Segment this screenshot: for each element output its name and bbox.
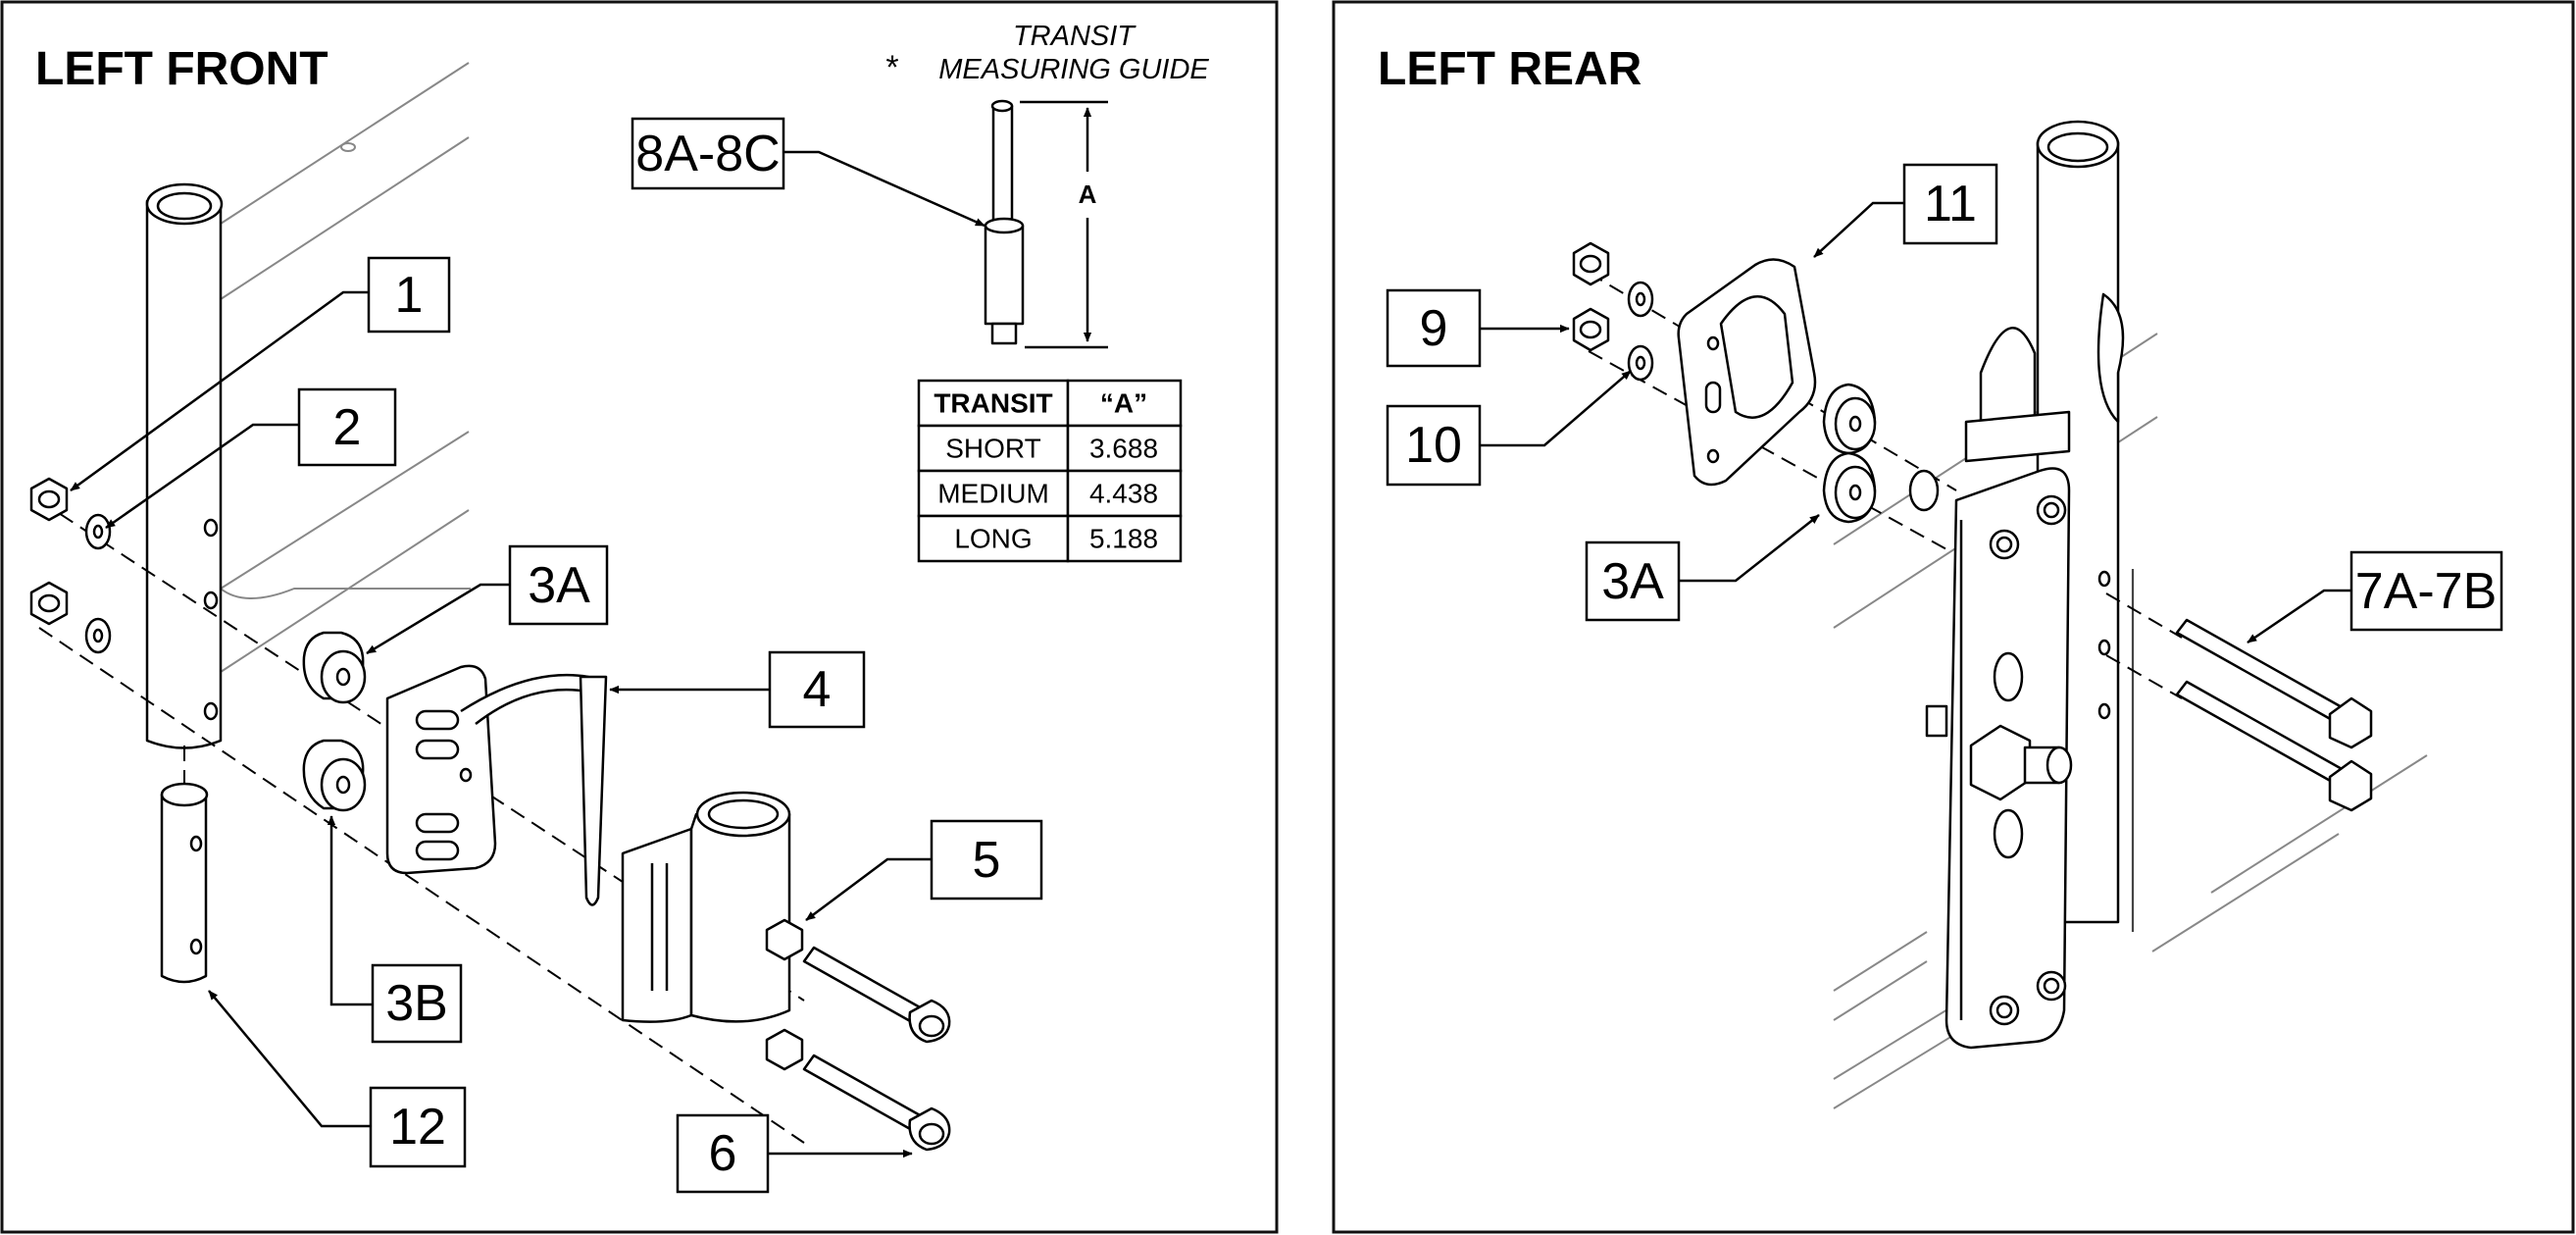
- svg-text:1: 1: [395, 267, 424, 324]
- svg-text:3B: 3B: [385, 975, 448, 1032]
- left-frame-background: [220, 62, 471, 673]
- washer-10-lower: [1627, 344, 1654, 382]
- insert-tube-12: [160, 782, 209, 984]
- svg-text:TRANSIT: TRANSIT: [1013, 21, 1136, 52]
- bolt-6-upper: [802, 946, 951, 1044]
- rear-clamp-loop: [1964, 292, 2125, 463]
- left-rear-title: LEFT REAR: [1378, 43, 1642, 95]
- rear-tube-bushing: [1908, 469, 1940, 512]
- svg-text:3A: 3A: [528, 557, 590, 614]
- plate-11: [1677, 258, 1817, 487]
- table-cell: 4.438: [1089, 479, 1158, 509]
- svg-text:2: 2: [333, 399, 362, 456]
- axle-bracket-plate: [1925, 467, 2073, 1050]
- nut-5-lower: [765, 1028, 804, 1071]
- callout-1: 1: [70, 256, 451, 492]
- transit-table: TRANSIT “A” SHORT 3.688 MEDIUM 4.438 LON…: [917, 379, 1183, 563]
- svg-text:3A: 3A: [1601, 553, 1664, 610]
- svg-text:6: 6: [709, 1125, 737, 1182]
- callout-6: 6: [676, 1113, 913, 1194]
- spacer-3a-left: [302, 631, 367, 704]
- washer-2-upper: [84, 513, 112, 550]
- table-cell: LONG: [954, 524, 1032, 554]
- callout-9: 9: [1386, 288, 1570, 368]
- table-header-transit: TRANSIT: [934, 388, 1052, 419]
- left-front-title: LEFT FRONT: [35, 43, 328, 95]
- svg-text:4: 4: [803, 661, 832, 718]
- spacer-3b: [302, 739, 367, 812]
- svg-text:12: 12: [389, 1099, 446, 1156]
- table-header-a: “A”: [1100, 388, 1147, 419]
- callout-7a-7b: 7A-7B: [2247, 550, 2503, 644]
- rear-assembly-axes: [1588, 272, 2183, 699]
- table-cell: MEDIUM: [937, 479, 1049, 509]
- bolt-6-lower: [802, 1054, 951, 1152]
- callout-10: 10: [1386, 370, 1632, 487]
- svg-text:MEASURING GUIDE: MEASURING GUIDE: [938, 54, 1209, 85]
- svg-text:8A-8C: 8A-8C: [635, 126, 780, 182]
- table-cell: 5.188: [1089, 524, 1158, 554]
- spacer-3a-right-upper: [1822, 383, 1877, 455]
- svg-text:5: 5: [973, 832, 1001, 889]
- measuring-guide: TRANSIT * MEASURING GUIDE A: [885, 21, 1209, 563]
- callout-5: 5: [805, 819, 1043, 922]
- svg-text:*: *: [885, 49, 898, 86]
- svg-text:9: 9: [1420, 300, 1448, 357]
- washer-10-upper: [1627, 281, 1654, 318]
- svg-text:A: A: [1079, 180, 1097, 209]
- callout-4: 4: [609, 650, 866, 729]
- callout-3a-right: 3A: [1585, 514, 1820, 622]
- bolt-7a-7b-lower: [2175, 680, 2373, 812]
- transit-pin-8a-8c: [984, 99, 1025, 345]
- table-cell: 3.688: [1089, 434, 1158, 464]
- callout-3a-left: 3A: [366, 544, 609, 655]
- svg-text:10: 10: [1405, 417, 1462, 474]
- callout-11: 11: [1813, 163, 1998, 258]
- dimension-a: A: [1020, 100, 1108, 349]
- nut-5-upper: [765, 918, 804, 961]
- bracket-plate-4: [385, 664, 608, 906]
- svg-text:7A-7B: 7A-7B: [2355, 563, 2498, 620]
- bolt-7a-7b-upper: [2175, 618, 2373, 749]
- caster-housing: [621, 791, 791, 1023]
- nut-9-lower: [1572, 307, 1610, 352]
- washer-2-lower: [84, 617, 112, 654]
- svg-text:11: 11: [1924, 176, 1977, 232]
- spacer-3a-right-lower: [1822, 451, 1877, 524]
- callout-2: 2: [105, 387, 397, 530]
- table-cell: SHORT: [945, 434, 1041, 464]
- nut-1-lower: [29, 581, 69, 626]
- front-vertical-tube: [145, 182, 224, 749]
- callout-12: 12: [208, 990, 467, 1168]
- nut-9-upper: [1572, 241, 1610, 286]
- callout-8a-8c: 8A-8C: [631, 117, 985, 228]
- callout-3b: 3B: [327, 815, 463, 1044]
- nut-1-upper: [29, 477, 69, 522]
